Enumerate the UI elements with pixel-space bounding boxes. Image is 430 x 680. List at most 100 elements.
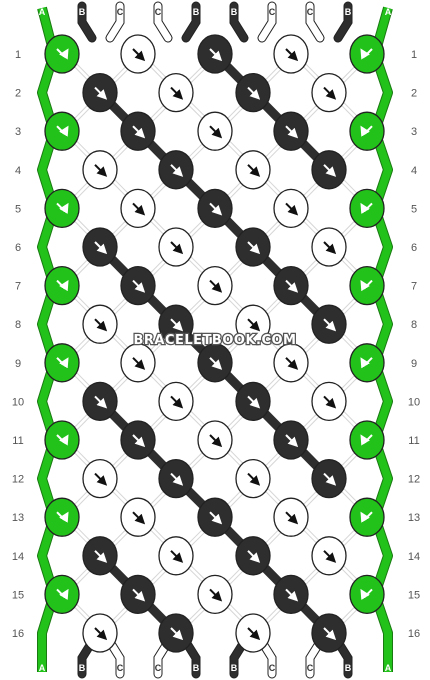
row-number-left: 5	[15, 203, 21, 215]
strand-label-bottom: B	[79, 663, 86, 673]
knot-direction-arrow	[323, 472, 337, 486]
knot-direction-arrow	[209, 588, 223, 602]
knot-direction-arrow	[132, 279, 146, 293]
knot-direction-arrow	[323, 318, 337, 332]
row-number-left: 11	[12, 435, 23, 447]
right-edge-strand	[371, 6, 392, 672]
knot-direction-arrow	[285, 511, 299, 525]
bottom-thread	[306, 638, 324, 678]
top-thread	[154, 2, 172, 42]
knot-direction-arrow	[247, 86, 261, 100]
row-number-left: 2	[15, 88, 21, 100]
strand-label-bottom: C	[155, 663, 162, 673]
knot-direction-arrow	[360, 434, 373, 446]
knot-direction-arrow	[209, 434, 223, 448]
knot-direction-arrow	[94, 164, 108, 177]
top-thread	[258, 2, 276, 42]
knot-direction-arrow	[323, 164, 337, 177]
knot-direction-arrow	[132, 125, 146, 139]
knot-direction-arrow	[247, 550, 261, 563]
row-number-right: 8	[411, 319, 417, 331]
knot-direction-arrow	[170, 550, 184, 563]
row-number-right: 15	[408, 589, 420, 601]
knot-direction-arrow	[247, 472, 261, 486]
row-number-left: 10	[12, 396, 24, 408]
top-thread	[230, 2, 248, 42]
row-number-left: 9	[15, 358, 21, 370]
row-number-right: 6	[411, 242, 417, 254]
row-number-left: 8	[15, 319, 21, 331]
knot-direction-arrow	[247, 318, 261, 332]
knot-direction-arrow	[56, 511, 69, 523]
knot-direction-arrow	[94, 395, 108, 409]
knot-direction-arrow	[247, 164, 261, 177]
knot-direction-arrow	[360, 588, 373, 600]
knot-direction-arrow	[360, 202, 373, 214]
knot-direction-arrow	[323, 86, 337, 100]
row-number-left: 7	[15, 281, 21, 293]
strand-label-bottom: C	[269, 663, 276, 673]
strand-label-bottom: B	[231, 663, 238, 673]
row-number-left: 3	[15, 126, 21, 138]
knot-direction-arrow	[285, 588, 299, 602]
row-number-left: 16	[12, 628, 24, 640]
top-thread	[334, 2, 352, 42]
knot-direction-arrow	[285, 125, 299, 139]
knot-direction-arrow	[170, 86, 184, 100]
top-thread	[182, 2, 200, 42]
knot-direction-arrow	[56, 588, 69, 600]
strand-label-bottom: C	[307, 663, 314, 673]
row-number-right: 11	[408, 435, 419, 447]
knot-direction-arrow	[209, 511, 223, 525]
knot-direction-arrow	[360, 125, 373, 137]
top-thread	[78, 2, 96, 42]
knot-direction-arrow	[56, 434, 69, 446]
knot-direction-arrow	[170, 241, 184, 255]
bottom-thread	[334, 638, 352, 678]
strand-label-top: A	[385, 7, 392, 17]
row-number-right: 4	[411, 165, 417, 177]
row-number-left: 1	[15, 49, 21, 61]
knot-direction-arrow	[360, 279, 373, 292]
row-number-right: 1	[411, 49, 417, 61]
strand-label-top: B	[231, 7, 238, 17]
strand-label-bottom: A	[385, 663, 392, 673]
strand-label-bottom: A	[39, 663, 46, 673]
row-number-right: 7	[411, 281, 417, 293]
knot-direction-arrow	[170, 395, 184, 409]
knot-direction-arrow	[132, 588, 146, 602]
knot-direction-arrow	[170, 627, 184, 641]
knot-direction-arrow	[94, 86, 108, 100]
knot-direction-arrow	[285, 279, 299, 293]
row-number-right: 10	[408, 396, 420, 408]
row-number-right: 13	[408, 512, 420, 524]
row-number-right: 9	[411, 358, 417, 370]
bottom-thread	[258, 638, 276, 678]
bottom-thread	[230, 638, 248, 678]
knot-direction-arrow	[132, 434, 146, 448]
knot-direction-arrow	[132, 511, 146, 525]
row-number-right: 12	[408, 474, 420, 486]
knot-direction-arrow	[132, 202, 146, 216]
strand-label-bottom: B	[345, 663, 352, 673]
row-number-left: 15	[12, 589, 24, 601]
top-thread	[106, 2, 124, 42]
strand-label-top: C	[269, 7, 276, 17]
knot-direction-arrow	[323, 627, 337, 641]
knot-direction-arrow	[360, 48, 373, 60]
knot-direction-arrow	[56, 202, 69, 214]
knot-direction-arrow	[323, 550, 337, 563]
knot-direction-arrow	[170, 472, 184, 486]
knot-direction-arrow	[56, 48, 69, 60]
strand-label-top: C	[155, 7, 162, 17]
knot-direction-arrow	[209, 202, 223, 216]
knot-direction-arrow	[56, 279, 69, 292]
knot-direction-arrow	[247, 627, 261, 641]
knot-direction-arrow	[323, 241, 337, 255]
knot-direction-arrow	[209, 125, 223, 139]
knot-direction-arrow	[323, 395, 337, 409]
knot-direction-arrow	[94, 472, 108, 486]
knot-direction-arrow	[94, 318, 108, 332]
